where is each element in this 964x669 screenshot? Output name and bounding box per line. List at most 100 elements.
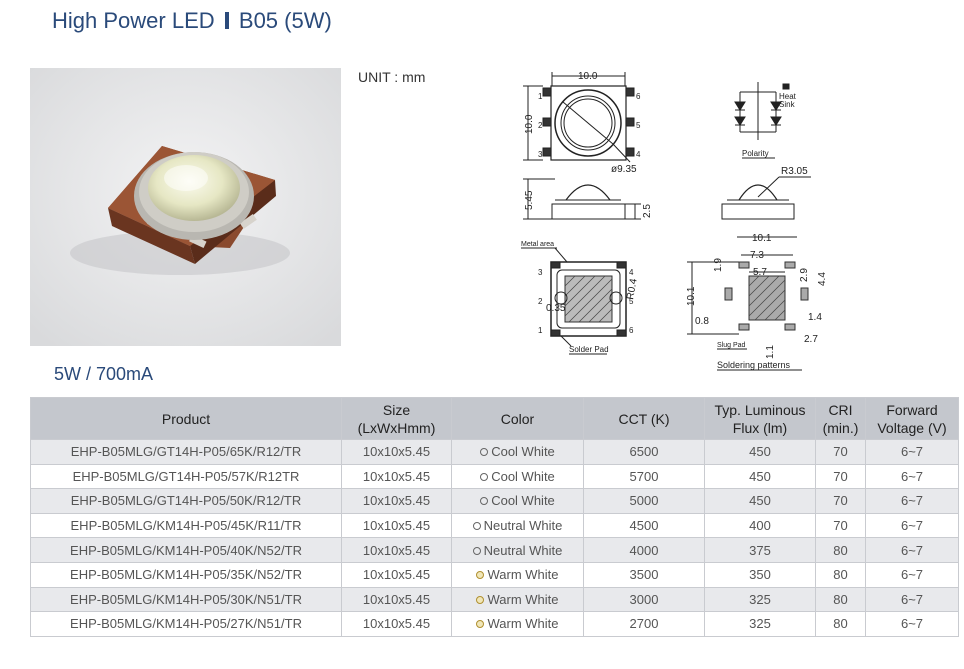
size-cell: 10x10x5.45 bbox=[341, 512, 452, 539]
color-label: Warm White bbox=[487, 616, 559, 632]
color-cell: Neutral White bbox=[451, 537, 584, 563]
cri-cell: 80 bbox=[815, 611, 866, 637]
product-cell: EHP-B05MLG/KM14H-P05/45K/R11/TR bbox=[30, 512, 342, 539]
header-size: Size(LxWxHmm) bbox=[341, 397, 452, 440]
color-swatch-icon bbox=[476, 595, 485, 604]
page-title: High Power LED B05 (5W) bbox=[52, 8, 332, 34]
color-label: Warm White bbox=[487, 567, 559, 583]
voltage-cell: 6~7 bbox=[865, 439, 959, 465]
size-cell: 10x10x5.45 bbox=[341, 463, 452, 490]
pin-2: 2 bbox=[538, 121, 543, 130]
cri-cell: 70 bbox=[815, 439, 866, 465]
size-cell: 10x10x5.45 bbox=[341, 611, 452, 637]
product-cell: EHP-B05MLG/GT14H-P05/65K/R12/TR bbox=[30, 439, 342, 465]
header-cct: CCT (K) bbox=[583, 397, 705, 440]
color-swatch-icon bbox=[476, 620, 485, 629]
title-product-line: High Power LED bbox=[52, 8, 215, 33]
voltage-cell: 6~7 bbox=[865, 463, 959, 490]
dim-035: 0.35 bbox=[546, 303, 566, 314]
flux-cell: 400 bbox=[704, 512, 816, 539]
soldering-patterns: 10.1 7.3 5.7 10.1 1.9 2.9 4.4 0.8 1.4 2.… bbox=[686, 233, 828, 371]
product-cell: EHP-B05MLG/KM14H-P05/35K/N52/TR bbox=[30, 561, 342, 588]
pin-b6: 6 bbox=[629, 326, 634, 335]
flux-cell: 450 bbox=[704, 463, 816, 490]
pin-3: 3 bbox=[538, 150, 543, 159]
cct-cell: 4000 bbox=[583, 537, 705, 563]
product-photo bbox=[30, 68, 341, 346]
cct-cell: 5000 bbox=[583, 488, 705, 514]
color-cell: Cool White bbox=[451, 463, 584, 490]
flux-cell: 450 bbox=[704, 488, 816, 514]
color-cell: Cool White bbox=[451, 488, 584, 514]
color-label: Warm White bbox=[487, 591, 559, 607]
dim-side-base: 2.5 bbox=[642, 204, 653, 218]
color-swatch-icon bbox=[472, 522, 481, 531]
dim-radius: R3.05 bbox=[781, 166, 808, 177]
pin-b1: 1 bbox=[538, 326, 543, 335]
cri-cell: 80 bbox=[815, 561, 866, 588]
header-cri: CRI(min.) bbox=[815, 397, 866, 440]
dim-sp-19: 1.9 bbox=[713, 258, 724, 272]
flux-cell: 375 bbox=[704, 537, 816, 563]
cct-cell: 3500 bbox=[583, 561, 705, 588]
product-cell: EHP-B05MLG/KM14H-P05/30K/N51/TR bbox=[30, 586, 342, 613]
pin-b4: 4 bbox=[629, 268, 634, 277]
dim-sp-57: 5.7 bbox=[753, 267, 767, 278]
top-view: 10.0 ø9.35 10.0 1 2 3 4 5 6 bbox=[523, 71, 641, 175]
cri-cell: 70 bbox=[815, 463, 866, 490]
slug-pad-label: Slug Pad bbox=[717, 342, 746, 349]
cct-cell: 3000 bbox=[583, 586, 705, 613]
heat-sink-label: Heat bbox=[779, 92, 797, 101]
title-model: B05 (5W) bbox=[238, 8, 332, 33]
pin-b5: 5 bbox=[629, 297, 634, 306]
color-cell: Cool White bbox=[451, 439, 584, 465]
size-cell: 10x10x5.45 bbox=[341, 586, 452, 613]
dim-r04: R0.4 bbox=[625, 277, 640, 300]
cri-cell: 70 bbox=[815, 488, 866, 514]
dim-diameter: ø9.35 bbox=[611, 164, 637, 175]
product-cell: EHP-B05MLG/KM14H-P05/40K/N52/TR bbox=[30, 537, 342, 563]
color-swatch-icon bbox=[472, 546, 481, 555]
dim-top-height: 10.0 bbox=[524, 114, 535, 134]
flux-cell: 325 bbox=[704, 586, 816, 613]
color-label: Cool White bbox=[491, 468, 555, 484]
color-swatch-icon bbox=[480, 497, 489, 506]
size-cell: 10x10x5.45 bbox=[341, 561, 452, 588]
polarity-label: Polarity bbox=[742, 149, 769, 158]
cct-cell: 2700 bbox=[583, 611, 705, 637]
bottom-view: Metal area 0.35 R0.4 3 2 1 4 5 6 Solder … bbox=[521, 241, 640, 355]
pin-1: 1 bbox=[538, 92, 543, 101]
dim-sp-29: 2.9 bbox=[799, 268, 810, 282]
voltage-cell: 6~7 bbox=[865, 611, 959, 637]
dim-sp-101h: 10.1 bbox=[686, 286, 697, 306]
voltage-cell: 6~7 bbox=[865, 586, 959, 613]
dim-side-height: 5.45 bbox=[524, 190, 535, 210]
pin-b2: 2 bbox=[538, 297, 543, 306]
size-cell: 10x10x5.45 bbox=[341, 439, 452, 465]
header-product: Product bbox=[30, 397, 342, 440]
voltage-cell: 6~7 bbox=[865, 488, 959, 514]
dim-sp-14: 1.4 bbox=[808, 312, 822, 323]
color-swatch-icon bbox=[480, 448, 489, 457]
dim-sp-73: 7.3 bbox=[750, 250, 764, 261]
product-cell: EHP-B05MLG/GT14H-P05/50K/R12/TR bbox=[30, 488, 342, 514]
color-swatch-icon bbox=[480, 472, 489, 481]
color-cell: Warm White bbox=[451, 561, 584, 588]
header-color: Color bbox=[451, 397, 584, 440]
dim-sp-101w: 10.1 bbox=[752, 233, 772, 244]
cct-cell: 5700 bbox=[583, 463, 705, 490]
color-cell: Warm White bbox=[451, 611, 584, 637]
cri-cell: 80 bbox=[815, 537, 866, 563]
table-header-row: Product Size(LxWxHmm) Color CCT (K) Typ.… bbox=[30, 397, 959, 440]
metal-area-label: Metal area bbox=[521, 241, 554, 248]
solder-pad-label: Solder Pad bbox=[569, 345, 609, 354]
flux-cell: 325 bbox=[704, 611, 816, 637]
pin-6: 6 bbox=[636, 92, 641, 101]
voltage-cell: 6~7 bbox=[865, 537, 959, 563]
